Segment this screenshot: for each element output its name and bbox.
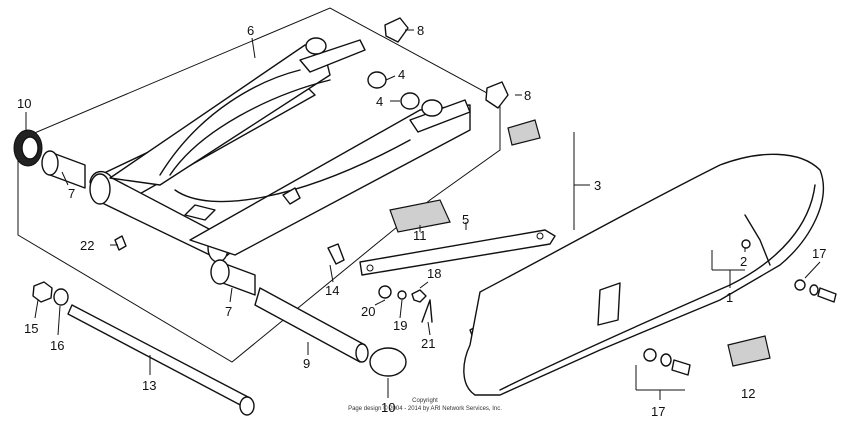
pivot-boss-right [421, 99, 443, 117]
callout-labels: 1 2 3 4 4 5 6 7 7 8 8 9 10 10 11 12 13 1… [17, 23, 826, 419]
pivot-boss-left [305, 37, 327, 55]
callout-10-lower: 10 [381, 400, 395, 415]
pivot-cap [369, 347, 407, 377]
collar-right [210, 259, 256, 296]
cotter-pin-21 [421, 299, 433, 323]
callout-13: 13 [142, 378, 156, 393]
callout-10-upper: 10 [17, 96, 31, 111]
decal-upper [507, 119, 541, 146]
callout-14: 14 [325, 283, 339, 298]
callout-7-right: 7 [225, 304, 232, 319]
callout-11: 11 [413, 228, 427, 243]
pivot-bearing [13, 129, 43, 167]
copyright-line1: Copyright [412, 398, 438, 404]
label-plate [389, 199, 451, 233]
case-screws-right [794, 279, 837, 303]
bushing-lower [400, 92, 420, 110]
nut-20 [378, 285, 392, 299]
callout-15: 15 [24, 321, 38, 336]
callout-4-lower: 4 [376, 94, 383, 109]
stud-bolt [327, 243, 345, 265]
callout-4-upper: 4 [398, 67, 405, 82]
callout-17-lower: 17 [651, 404, 665, 419]
callout-18: 18 [427, 266, 441, 281]
callout-3: 3 [594, 178, 601, 193]
callout-21: 21 [421, 336, 435, 351]
callout-8-upper: 8 [417, 23, 424, 38]
pivot-shaft [254, 287, 369, 363]
callout-17-right: 17 [812, 246, 826, 261]
callout-1: 1 [726, 290, 733, 305]
collar-left [41, 150, 86, 189]
plate-lower [485, 81, 509, 109]
callout-2: 2 [740, 254, 747, 269]
copyright-line2: Page design © 2004 - 2014 by ARI Network… [348, 405, 502, 412]
callout-5: 5 [462, 212, 469, 227]
callout-16: 16 [50, 338, 64, 353]
swingarm [89, 39, 471, 263]
callout-12: 12 [741, 386, 755, 401]
callout-19: 19 [393, 318, 407, 333]
bushing-upper [367, 71, 387, 89]
washer-19 [397, 290, 407, 300]
leader-lines [25, 29, 821, 400]
pivot-bolt [67, 304, 255, 416]
callout-7-left: 7 [68, 186, 75, 201]
callout-9: 9 [303, 356, 310, 371]
plate-upper [384, 17, 409, 43]
nut-18 [411, 289, 427, 303]
grease-fitting [114, 235, 127, 251]
decal-lower [727, 335, 771, 367]
pivot-washer [53, 288, 69, 306]
swingarm-frame [17, 7, 501, 363]
copyright-notice: Copyright Page design © 2004 - 2014 by A… [348, 398, 502, 412]
pivot-nut [32, 281, 53, 303]
chain-case [463, 153, 825, 396]
case-screws-lower [643, 348, 691, 376]
callout-20: 20 [361, 304, 375, 319]
callout-8-lower: 8 [524, 88, 531, 103]
callout-6: 6 [247, 23, 254, 38]
chain-adjuster [359, 229, 556, 276]
callout-22: 22 [80, 238, 94, 253]
